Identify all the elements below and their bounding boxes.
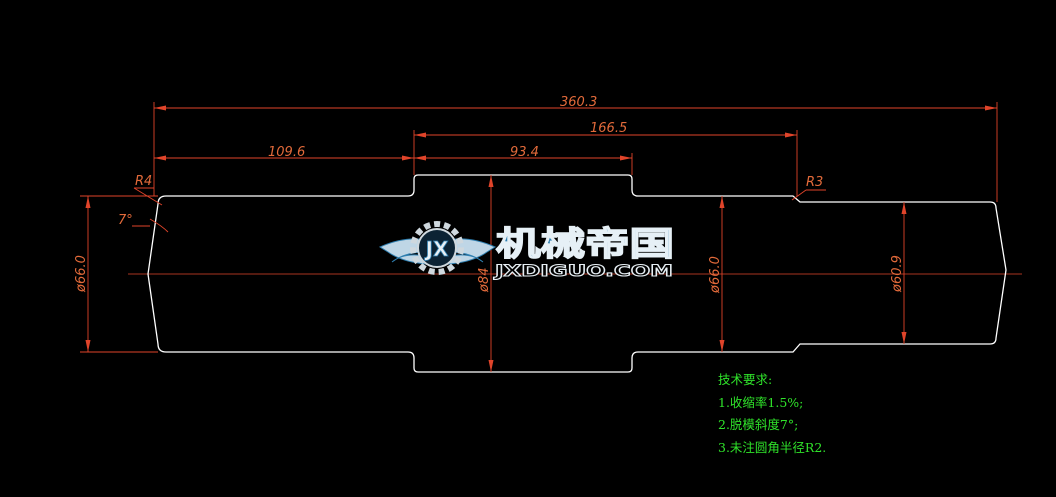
arrow-dia-re-bottom [901,332,907,344]
radius-right-label: R3 [806,175,823,190]
arrow-dia-rs-top [719,196,725,208]
leader-radius-right [791,189,807,201]
arrow-overall-left [154,105,166,111]
gear-icon [410,221,464,275]
arrow-dia-left-bottom [85,340,91,352]
note-item-3: 3.未注圆角半径R2. [718,439,827,455]
draft-angle-label: 7° [118,213,133,228]
arrow-109-right [402,155,414,161]
draft-angle-arc [149,218,169,233]
dim-dia-right-shoulder: ø66.0 [708,256,723,294]
watermark-url-text: JXDIGUO.COM [494,261,673,280]
notes-title: 技术要求: [718,372,773,387]
shaft-outline [147,174,1007,373]
emblem-letters: JX [424,237,449,261]
arrow-166-right [785,132,797,138]
arrow-109-left [154,155,166,161]
dim-middle-to-end: 166.5 [590,121,627,136]
note-item-2: 2.脱模斜度7°; [718,417,799,432]
arrow-dia-mid-bottom [488,360,494,372]
dim-dia-middle: ø84 [477,268,492,294]
watermark-logo: JX 机械帝国 JXDIGUO.COM [378,221,675,281]
dim-dia-right-end: ø60.9 [890,255,905,293]
dim-overall-length: 360.3 [560,95,597,110]
arrow-dia-re-top [901,202,907,214]
arrow-dia-mid-top [488,175,494,187]
leader-radius-left [133,187,163,206]
radius-left-label: R4 [135,174,152,189]
technical-requirements: 技术要求: 1.收缩率1.5%; 2.脱模斜度7°; 3.未注圆角半径R2. [718,369,826,459]
arrow-93-left [414,155,426,161]
dim-left-section: 109.6 [268,145,305,160]
dim-dia-left: ø66.0 [74,255,89,293]
dim-middle-section: 93.4 [510,145,539,160]
watermark-chinese-text: 机械帝国 [496,224,674,263]
arrow-93-right [620,155,632,161]
arrow-dia-rs-bottom [719,340,725,352]
arrow-166-left [414,132,426,138]
arrow-overall-right [985,105,997,111]
note-item-1: 1.收缩率1.5%; [718,394,804,410]
arrow-dia-left-top [85,196,91,208]
